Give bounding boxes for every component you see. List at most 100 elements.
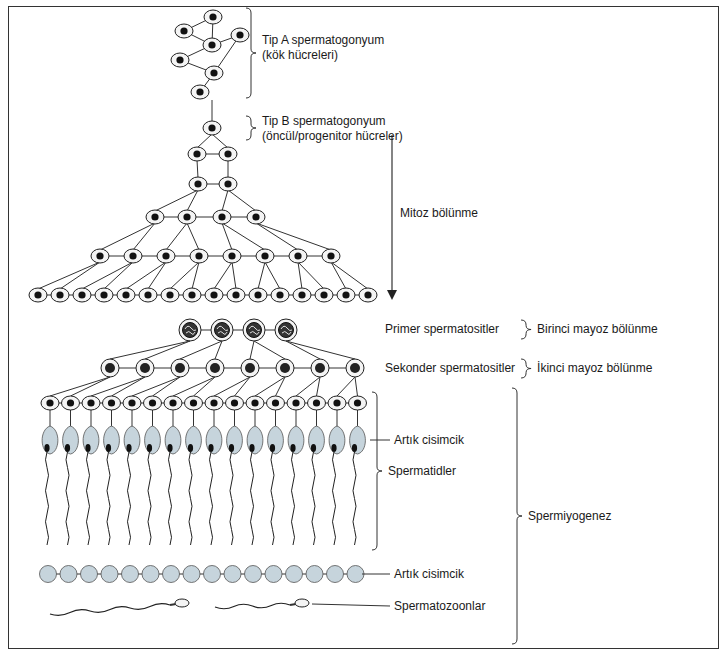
division-line <box>60 262 100 289</box>
spermatid-head <box>188 444 193 452</box>
spermatocyte-body <box>211 319 233 341</box>
division-line <box>187 223 199 250</box>
sperm-tail <box>215 603 290 608</box>
residual-body <box>40 566 57 583</box>
cell-body <box>267 396 285 410</box>
cell-bridge <box>195 217 214 218</box>
division-line <box>337 377 355 396</box>
cell-nucleus <box>252 213 259 220</box>
residual-body <box>306 566 323 583</box>
cell-nucleus <box>364 291 371 298</box>
spermatid-stalk <box>91 410 92 427</box>
spermatid-tail <box>292 452 295 545</box>
residual-body <box>327 566 344 583</box>
division-line <box>228 190 256 211</box>
cell-body <box>123 396 141 410</box>
cell-nucleus <box>176 56 183 63</box>
cell-nucleus <box>46 399 53 406</box>
cell-nucleus <box>67 399 74 406</box>
cell-bridge <box>141 256 158 257</box>
chromatin-pattern <box>217 326 228 334</box>
spermatocyte-nucleus <box>247 323 262 338</box>
spermatid-stalk <box>50 410 51 427</box>
division-line <box>170 262 199 289</box>
division-line <box>265 262 280 289</box>
frame-border <box>9 7 719 649</box>
spermatocyte-body <box>136 359 154 377</box>
division-line <box>100 223 155 250</box>
cell-body <box>271 288 289 302</box>
spermatocyte-body <box>241 359 259 377</box>
spermatid-stalk <box>316 410 317 427</box>
cell-nucleus <box>169 399 176 406</box>
cell-nucleus <box>251 399 258 406</box>
cell-nucleus <box>261 252 268 259</box>
chromatin-pattern <box>185 326 196 334</box>
cell-nucleus <box>208 41 215 48</box>
cell-body <box>171 53 189 67</box>
cell-bridge <box>224 368 241 369</box>
cell-body <box>287 396 305 410</box>
spermatid-stalk <box>70 410 71 427</box>
division-line <box>222 190 228 211</box>
cell-nucleus <box>276 291 283 298</box>
division-line <box>286 341 320 359</box>
spermatid-head <box>126 444 131 452</box>
division-line <box>192 262 199 289</box>
label: Tip A spermatogonyum (kök hücreleri) <box>262 33 402 63</box>
cell-nucleus <box>333 399 340 406</box>
division-line <box>145 341 190 359</box>
cell-body <box>203 121 221 135</box>
spermatocyte-nucleus <box>105 363 115 373</box>
cell-nucleus <box>166 291 173 298</box>
cell-nucleus <box>144 291 151 298</box>
spermatocyte-nucleus <box>315 363 325 373</box>
label: Spermatidler <box>388 464 456 479</box>
cell-body <box>164 396 182 410</box>
cell-nucleus <box>162 252 169 259</box>
cell-body <box>62 396 80 410</box>
cell-nucleus <box>100 291 107 298</box>
spermatid-head <box>167 444 172 452</box>
leader-line <box>362 574 390 575</box>
division-line <box>214 377 250 396</box>
residual-body <box>122 566 139 583</box>
cell-body <box>51 288 69 302</box>
cell-nucleus <box>122 291 129 298</box>
label: Mitoz bölünme <box>400 206 478 221</box>
cell-body <box>29 288 47 302</box>
spermatocyte-nucleus <box>210 363 220 373</box>
sperm-tail <box>50 604 170 616</box>
cell-body <box>293 288 311 302</box>
cell-nucleus <box>194 180 201 187</box>
sperm-head <box>295 599 309 607</box>
cell-body <box>289 249 307 263</box>
cell-nucleus <box>228 252 235 259</box>
spermatid-tail <box>169 452 172 545</box>
cell-nucleus <box>232 291 239 298</box>
spermatid-head <box>290 444 295 452</box>
spermatid-tail <box>66 452 69 545</box>
bracket <box>512 388 522 644</box>
residual-cytoplasm <box>268 426 284 454</box>
cell-bridge <box>154 368 171 369</box>
spermatocyte-nucleus <box>279 323 294 338</box>
residual-cytoplasm <box>309 426 325 454</box>
cell-nucleus <box>188 291 195 298</box>
division-line <box>126 262 166 289</box>
cell-body <box>219 147 237 161</box>
spermatid-stalk <box>234 410 235 427</box>
cell-nucleus <box>224 180 231 187</box>
division-line <box>256 223 331 250</box>
residual-cytoplasm <box>350 426 366 454</box>
cell-nucleus <box>96 252 103 259</box>
cell-nucleus <box>224 150 231 157</box>
residual-cytoplasm <box>42 426 58 454</box>
bracket <box>521 359 531 378</box>
spermatocyte-body <box>179 319 201 341</box>
division-line <box>228 160 229 178</box>
division-line <box>71 377 111 396</box>
division-line <box>317 377 321 396</box>
cell-body <box>227 288 245 302</box>
